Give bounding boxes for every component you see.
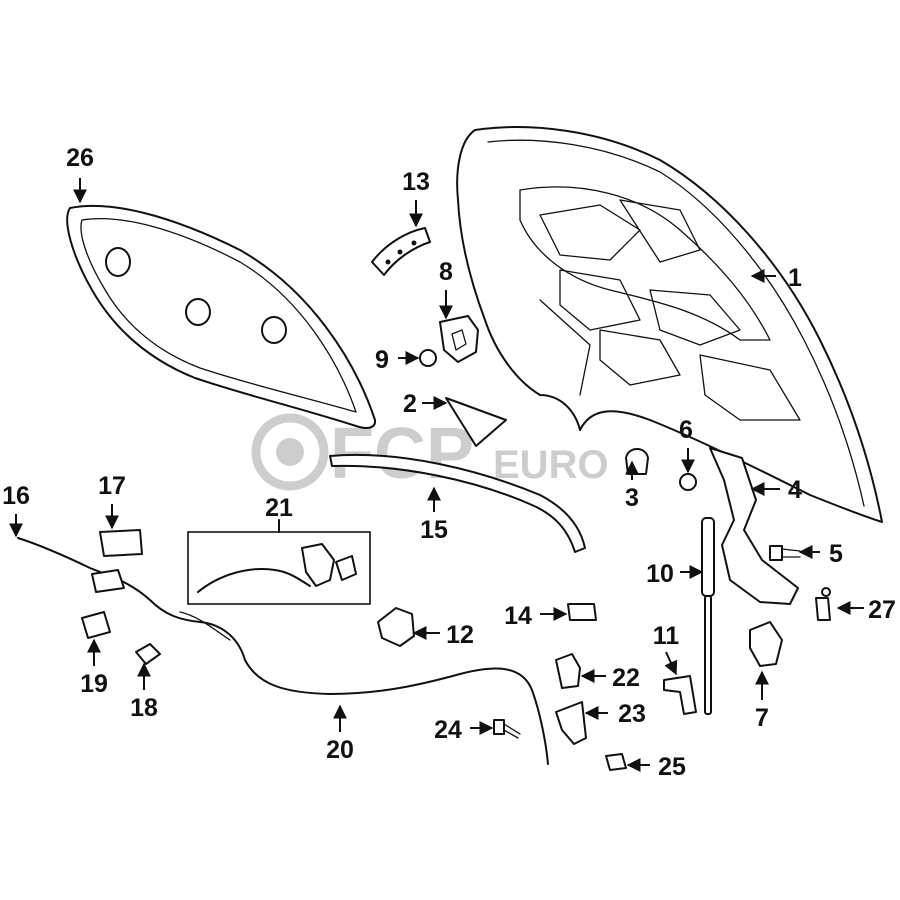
part-15-seal-strip [329,453,586,553]
part-6-nut [679,473,697,491]
label-part-18: 18 [130,694,158,722]
label-part-19: 19 [80,670,108,698]
label-part-15: 15 [420,516,448,544]
part-17-latch-plate [99,529,143,557]
label-part-1: 1 [788,264,802,292]
part-14-pad [567,603,597,621]
part-27-sensor [815,587,831,621]
label-part-4: 4 [788,476,802,504]
label-part-10: 10 [646,560,674,588]
part-16-cable-mechanism [91,569,125,593]
part-11-bracket [663,675,697,715]
label-part-3: 3 [625,484,639,512]
part-19-bracket [81,611,111,639]
part-25-clip [605,753,627,771]
part-labels: 1 2 3 4 5 6 7 8 9 10 11 12 13 14 15 16 1… [2,144,896,781]
part-2-pad [445,397,507,447]
part-26-insulator-pad [66,204,377,429]
label-part-2: 2 [403,390,417,418]
label-part-8: 8 [439,258,453,286]
label-part-5: 5 [829,540,843,568]
part-21-cable-assembly-box [187,531,371,605]
part-12-release-handle [377,607,415,647]
label-part-24: 24 [434,716,462,744]
part-10-gas-strut [701,517,715,715]
watermark: FCP EURO [251,413,609,494]
label-part-6: 6 [679,416,693,444]
part-13-bracket [371,227,431,276]
part-22-bracket [555,653,581,689]
label-part-13: 13 [402,168,430,196]
part-7-bracket [749,621,783,667]
label-part-17: 17 [98,472,126,500]
part-4-hinge [709,447,799,605]
label-part-23: 23 [618,700,646,728]
leader-lines [9,178,864,772]
watermark-logo-icon [251,413,329,491]
part-23-bracket [555,701,587,745]
part-9-nut [419,349,437,367]
part-3-bump-stop [625,448,649,475]
label-part-14: 14 [504,602,532,630]
part-8-clip [439,315,479,363]
label-part-16: 16 [2,482,30,510]
label-part-27: 27 [868,596,896,624]
label-part-20: 20 [326,736,354,764]
label-part-21: 21 [265,494,293,522]
watermark-brand-b: EURO [493,443,609,487]
part-5-bolt [769,545,801,561]
label-part-26: 26 [66,144,94,172]
label-part-7: 7 [755,704,769,732]
part-24-bolt [493,719,521,739]
label-part-12: 12 [446,621,474,649]
label-part-11: 11 [653,622,680,650]
label-part-25: 25 [658,753,686,781]
part-1-hood-panel [456,126,883,523]
label-part-22: 22 [612,664,640,692]
label-part-9: 9 [375,346,389,374]
part-18-clip [135,643,161,665]
